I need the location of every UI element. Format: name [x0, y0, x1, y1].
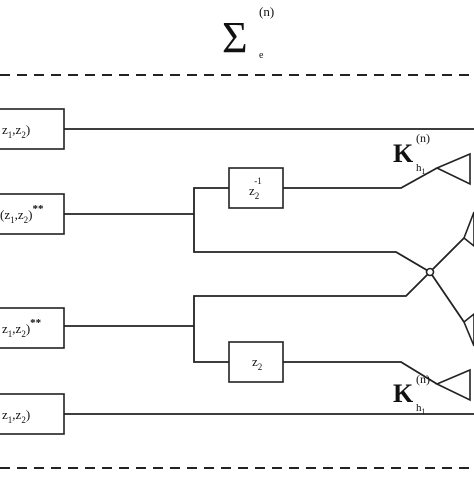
svg-text:(n): (n) — [416, 131, 430, 145]
title-sigma: Σ — [222, 13, 248, 62]
title-subscript: e — [259, 50, 264, 61]
diagram-title: Σ (n) e — [222, 4, 274, 62]
delay-block: z2 — [228, 341, 284, 383]
path-delay-out — [283, 361, 438, 385]
path-block3-upper — [193, 271, 431, 326]
svg-text:z1,z2)**: z1,z2)** — [2, 317, 42, 339]
left-block-3: z1,z2)** — [0, 307, 65, 349]
svg-text:(z1,z2)**: (z1,z2)** — [0, 203, 44, 225]
svg-text:K: K — [393, 139, 414, 168]
gain-triangle-upper-mid — [463, 211, 474, 248]
path-delay-inv-out — [283, 167, 438, 189]
path-block2-lower — [193, 214, 465, 274]
svg-text:z1,z2): z1,z2) — [2, 122, 30, 140]
svg-text:(n): (n) — [416, 372, 430, 386]
path-block3-lower — [193, 326, 229, 363]
block-1-text: z — [2, 122, 8, 137]
svg-text:h1: h1 — [416, 402, 426, 416]
svg-text:z2: z2 — [252, 354, 262, 372]
gain-triangle-lower-mid — [463, 312, 474, 347]
gain-triangle-bottom — [435, 368, 471, 402]
left-block-1: z1,z2) — [0, 108, 65, 150]
delay-block-inverse: z2-1 — [228, 167, 284, 209]
svg-text:z2-1: z2-1 — [249, 176, 262, 201]
block-2-text: (z — [0, 207, 10, 222]
block-3-text: z — [2, 321, 8, 336]
block-4-text: z — [2, 407, 8, 422]
crossover-node — [425, 267, 435, 277]
svg-text:z1,z2): z1,z2) — [2, 407, 30, 425]
title-superscript: (n) — [259, 4, 274, 19]
svg-text:h1: h1 — [416, 162, 426, 176]
svg-text:K: K — [393, 379, 414, 408]
signal-paths — [64, 128, 474, 415]
left-block-4: z1,z2) — [0, 393, 65, 435]
gain-label-bottom: K (n) h1 — [393, 372, 430, 416]
gain-label-top: K (n) h1 — [393, 131, 430, 176]
path-cross-down — [429, 271, 465, 323]
path-block2-upper — [193, 187, 229, 214]
left-block-2: (z1,z2)** — [0, 193, 65, 235]
gain-triangle-top — [435, 152, 471, 186]
